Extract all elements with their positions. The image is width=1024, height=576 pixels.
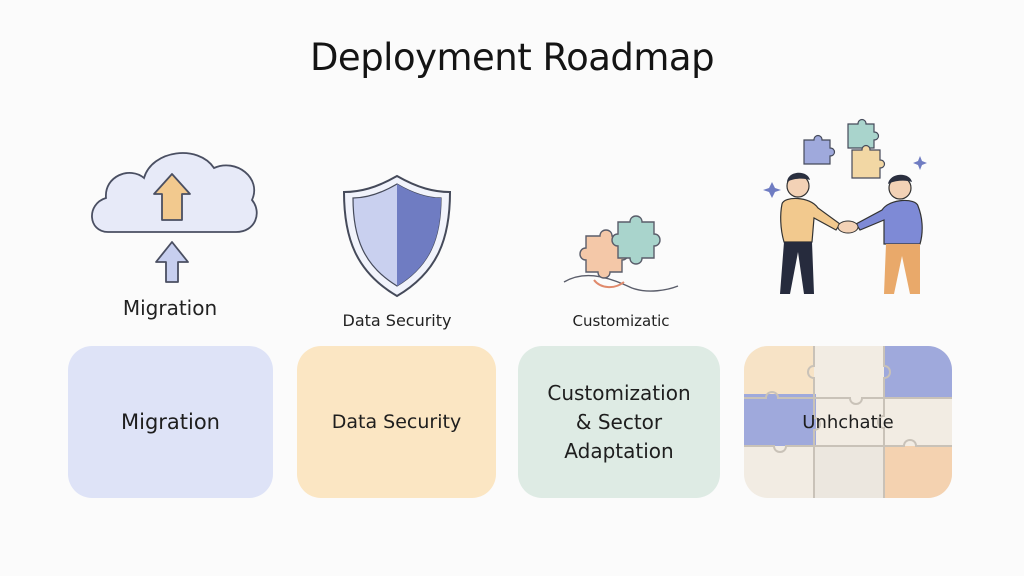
shield-icon — [342, 174, 452, 298]
page-title: Deployment Roadmap — [309, 36, 715, 79]
card-migration: Migration — [68, 346, 273, 498]
card-label-line-3: Adaptation — [564, 438, 674, 463]
puzzle-grid-icon — [744, 346, 952, 498]
handshake-icon — [763, 118, 927, 294]
card-puzzle: Unhchatie — [744, 346, 952, 498]
card-customization: Customization & Sector Adaptation — [518, 346, 720, 498]
step-label-migration: Migration — [122, 296, 218, 320]
cloud-upload-icon — [91, 152, 258, 283]
card-label: Migration — [120, 410, 220, 434]
step-label-customization: Customizatic — [572, 312, 670, 330]
card-label-line-1: Customization — [547, 380, 691, 405]
card-data-security: Data Security — [297, 346, 496, 498]
puzzle-pieces-icon — [563, 215, 679, 292]
card-label-line-2: & Sector — [575, 409, 663, 434]
step-label-data-security: Data Security — [342, 311, 452, 330]
card-label: Unhchatie — [802, 411, 894, 433]
card-label: Data Security — [331, 411, 462, 433]
